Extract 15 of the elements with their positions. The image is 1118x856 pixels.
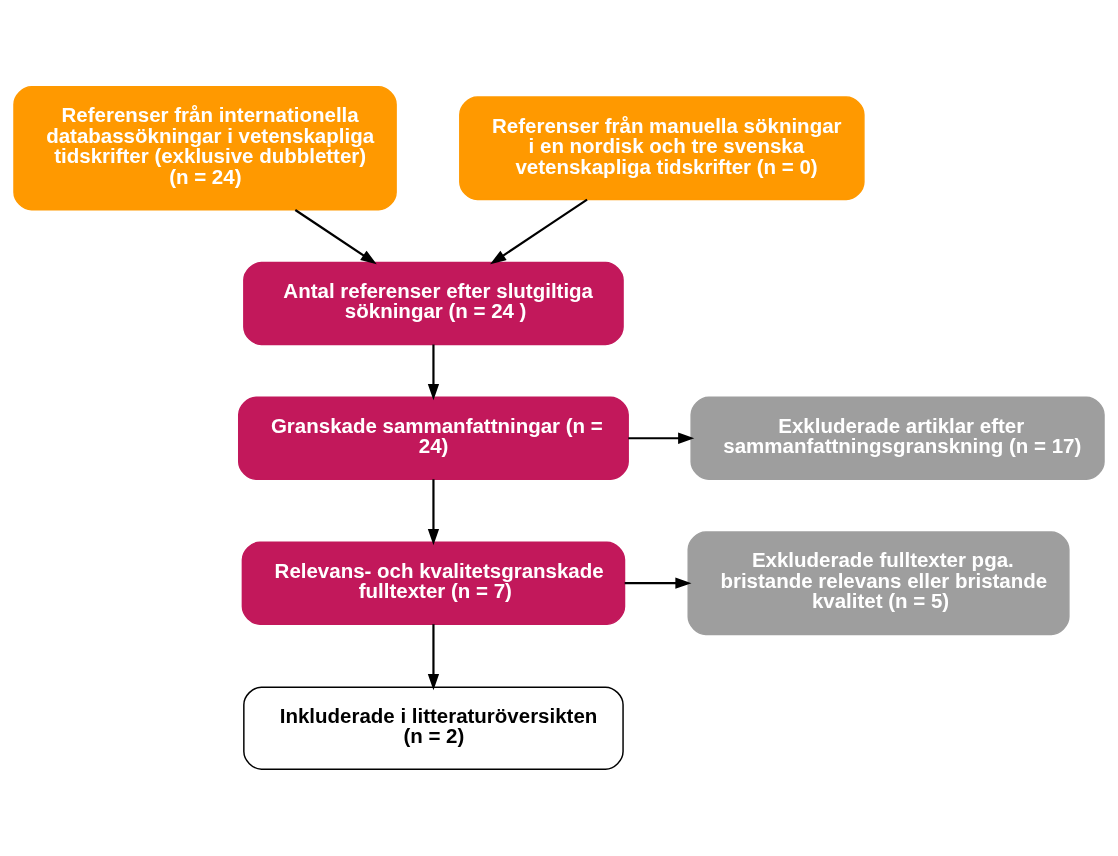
arrow [294, 209, 377, 265]
node-box: Granskade sammanfattningar (n = 24) [238, 396, 629, 480]
node-box: Exkluderade fulltexter pga. bristande relevans eller bristande kvalitet (n = 5) [687, 531, 1070, 636]
node-box: Relevans- och kvalitetsgranskade fulltexter (n = 7) [241, 541, 626, 625]
node-box: Exkluderade artiklar efter sammanfattningsgranskning (n = 17) [690, 396, 1105, 480]
arrow [427, 344, 440, 401]
node-box: Inkluderade i litteraturöversikten (n = 2) [243, 686, 624, 770]
node-box: Antal referenser efter slutgiltiga sökningar (n = 24 ) [243, 261, 624, 346]
arrow [427, 624, 440, 691]
node-box: Referenser från manuella sökningar i en nordisk och tre svenska vetenskapliga tidskrifter (n = 0) [459, 96, 865, 201]
arrow [628, 432, 695, 444]
arrow [624, 577, 692, 589]
arrow [427, 479, 440, 546]
arrow [490, 198, 588, 265]
node-box: Referenser från internationella databassökningar i vetenskapliga tidskrifter (exklusive dubbletter) (n = 24) [13, 86, 397, 211]
